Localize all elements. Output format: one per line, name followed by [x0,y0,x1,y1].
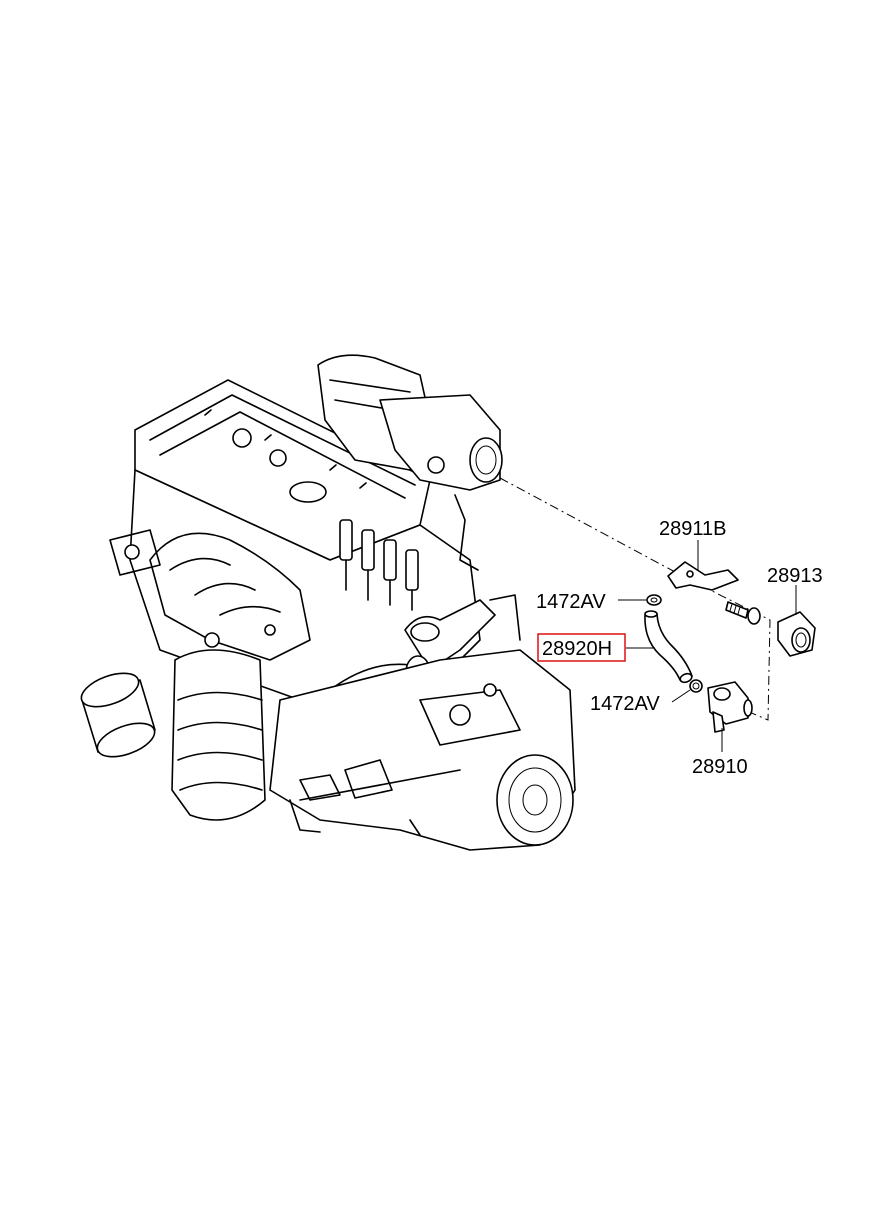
bolt-part [725,601,761,625]
label-28910[interactable]: 28910 [692,756,748,778]
highlight-box-28920H [537,633,626,662]
intake-plenum [317,354,503,571]
bracket-28911B [667,561,739,591]
sensor-28910 [707,681,753,733]
label-28920H[interactable]: 28920H [542,638,612,660]
part-labels: 28911B 28913 1472AV 28920H 1472AV 28910 [536,518,823,778]
exploded-parts [499,477,816,733]
clamp-1472AV-lower [689,679,703,693]
oil-filter [80,672,156,758]
hose-28920H [644,610,693,684]
connector-28913 [777,611,816,657]
label-28911B[interactable]: 28911B [659,518,726,540]
label-1472AV-lower[interactable]: 1472AV [590,693,660,715]
transaxle [269,649,576,851]
engine-assembly [80,354,576,851]
leader-lines [618,540,797,752]
label-28913[interactable]: 28913 [767,565,823,587]
catalytic-converter [171,649,266,821]
label-1472AV-upper[interactable]: 1472AV [536,591,606,613]
exhaust-manifold [149,532,311,661]
ignition-coils [339,519,419,611]
clamp-1472AV-upper [646,594,662,606]
